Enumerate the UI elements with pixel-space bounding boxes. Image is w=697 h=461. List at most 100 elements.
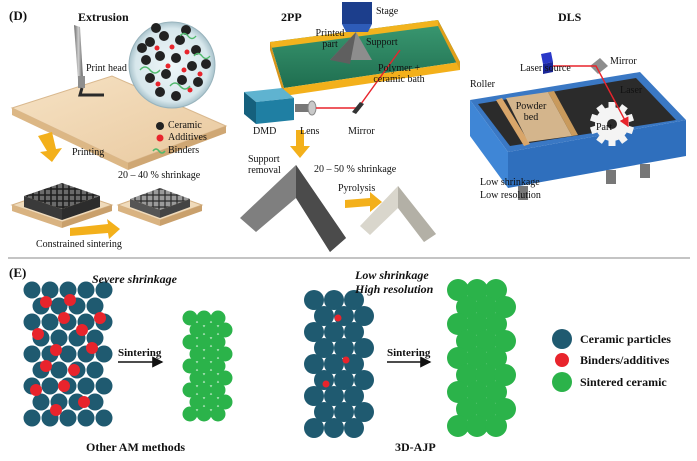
legend-label-ceramic: Ceramic particles bbox=[580, 332, 671, 346]
sintering-label-left: Sintering bbox=[118, 347, 162, 359]
roller-label: Roller bbox=[470, 79, 495, 90]
gear-tooth bbox=[625, 125, 635, 135]
ceramic-particle bbox=[77, 281, 95, 299]
binder-strand bbox=[139, 66, 161, 74]
print-head-label: Print head bbox=[86, 63, 127, 74]
ceramic-particle bbox=[50, 329, 68, 347]
ceramic-particle bbox=[177, 75, 187, 85]
ceramic-particle bbox=[344, 322, 364, 342]
ceramic-particle bbox=[354, 402, 374, 422]
additive-particle bbox=[184, 49, 190, 55]
sintered-particle bbox=[182, 310, 198, 326]
ceramic-particle bbox=[86, 297, 104, 315]
sintered-particle bbox=[456, 364, 478, 386]
gear-teeth bbox=[589, 102, 635, 146]
binders-label: Binders bbox=[168, 145, 200, 156]
sintered-particle bbox=[466, 381, 488, 403]
ceramic-particle bbox=[95, 345, 113, 363]
ceramic-particle bbox=[181, 25, 191, 35]
sintered-particle bbox=[475, 398, 497, 420]
binders-additives-legend-icon bbox=[555, 353, 569, 367]
gear-tooth bbox=[596, 104, 607, 114]
ceramic-particle bbox=[175, 35, 185, 45]
panel-e-label: (E) bbox=[9, 265, 27, 280]
ceramic-label: Ceramic bbox=[168, 120, 202, 131]
sintered-particle bbox=[217, 394, 233, 410]
binder-particle bbox=[50, 404, 62, 416]
legend-label-sintered: Sintered ceramic bbox=[580, 375, 667, 389]
right-cluster-after bbox=[447, 279, 516, 437]
sintered-particle bbox=[466, 279, 488, 301]
lens-label: Lens bbox=[300, 126, 320, 137]
ceramic-particle bbox=[304, 354, 324, 374]
sintered-particle bbox=[210, 382, 226, 398]
sintered-particle bbox=[447, 279, 469, 301]
paste-particles bbox=[137, 23, 211, 101]
printing-arrow bbox=[38, 132, 62, 162]
sintered-particle bbox=[475, 330, 497, 352]
ceramic-particle bbox=[161, 69, 171, 79]
sintered-particle bbox=[485, 313, 507, 335]
high-resolution-title: High resolution bbox=[355, 282, 434, 296]
binder-particle bbox=[30, 384, 42, 396]
pyrolysed-part bbox=[360, 186, 436, 242]
ceramic-particle bbox=[344, 290, 364, 310]
binder-particle bbox=[50, 344, 62, 356]
binders-legend-icon bbox=[152, 148, 166, 154]
ceramic-particle bbox=[23, 313, 41, 331]
sintered-particle bbox=[203, 394, 219, 410]
sintered-particle bbox=[196, 382, 212, 398]
lens-icon bbox=[295, 100, 317, 116]
ceramic-particle bbox=[344, 418, 364, 438]
low-shrinkage-title: Low shrinkage bbox=[355, 268, 429, 282]
sintered-particle bbox=[210, 406, 226, 422]
ceramic-particle bbox=[324, 354, 344, 374]
ceramic-particle bbox=[23, 345, 41, 363]
sintered-particle bbox=[203, 370, 219, 386]
binder-particle bbox=[68, 364, 80, 376]
binder-particle bbox=[342, 356, 350, 364]
dls-title: DLS bbox=[558, 10, 582, 24]
sintered-particle bbox=[203, 322, 219, 338]
binder-particle bbox=[58, 312, 70, 324]
mirror-icon bbox=[352, 102, 364, 114]
ceramic-particle bbox=[191, 45, 201, 55]
pyrolysis-arrow bbox=[345, 192, 382, 212]
sintered-particle bbox=[494, 330, 516, 352]
gear-hole bbox=[607, 119, 617, 129]
sintered-particle bbox=[189, 394, 205, 410]
low-resolution-label: Low resolution bbox=[480, 190, 541, 201]
sintered-particle bbox=[466, 347, 488, 369]
sintered-particle bbox=[475, 296, 497, 318]
ceramic-particle bbox=[334, 338, 354, 358]
ceramic-particle bbox=[304, 290, 324, 310]
left-cluster-before bbox=[23, 281, 113, 427]
binder-particle bbox=[58, 380, 70, 392]
sintered-particle bbox=[217, 370, 233, 386]
sintered-particle bbox=[182, 334, 198, 350]
ceramic-particle bbox=[145, 73, 155, 83]
extrusion-panel bbox=[10, 21, 228, 239]
dmd-label: DMD bbox=[253, 126, 277, 137]
dmd-icon bbox=[244, 88, 294, 124]
sintered-particle bbox=[485, 279, 507, 301]
laser-source-label: Laser source bbox=[520, 63, 571, 74]
ceramic-particle bbox=[314, 338, 334, 358]
part-label: Part bbox=[596, 122, 613, 133]
dls-panel bbox=[470, 52, 686, 200]
sintered-particle bbox=[189, 346, 205, 362]
sintered-particle bbox=[203, 346, 219, 362]
sintered-particle bbox=[447, 381, 469, 403]
sintered-particle bbox=[447, 313, 469, 335]
ceramic-particle bbox=[314, 402, 334, 422]
support-removal-label: Support removal bbox=[248, 154, 281, 176]
sintered-particle bbox=[456, 398, 478, 420]
gear-tooth bbox=[608, 102, 616, 109]
extrusion-shrinkage-label: 20 – 40 % shrinkage bbox=[118, 170, 201, 181]
additive-particle bbox=[155, 81, 161, 87]
stage-label: Stage bbox=[376, 6, 399, 17]
printing-label: Printing bbox=[72, 147, 105, 158]
laser-label: Laser bbox=[620, 85, 643, 96]
sintered-particle bbox=[217, 346, 233, 362]
gear-tooth bbox=[589, 113, 599, 123]
